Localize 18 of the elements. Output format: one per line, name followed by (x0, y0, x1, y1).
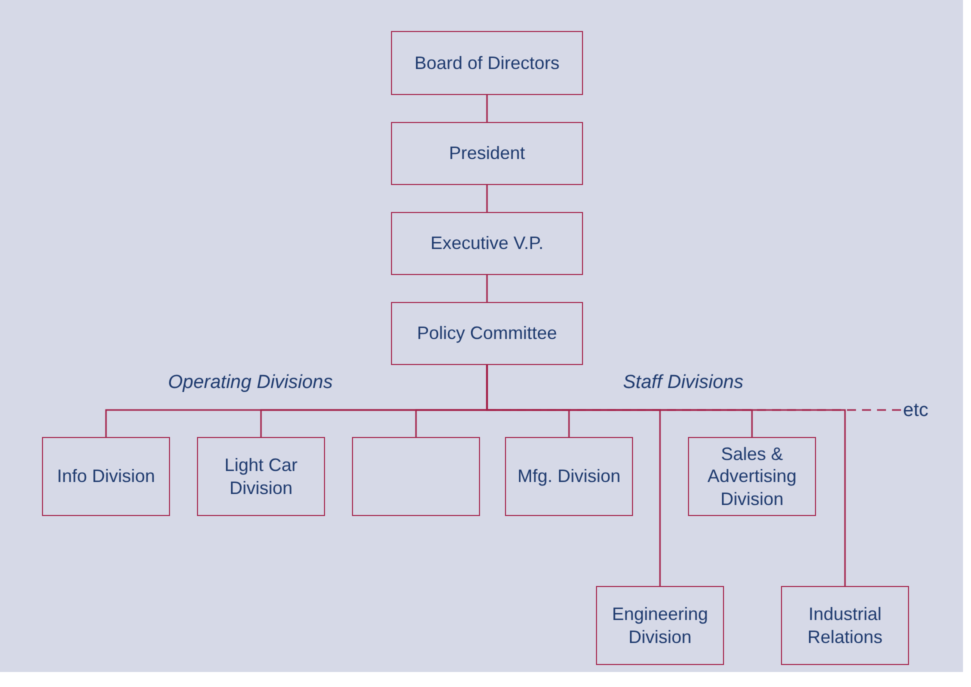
org-box: Industrial Relations (781, 586, 909, 665)
org-box: Engineering Division (596, 586, 724, 665)
group-heading: Operating Divisions (168, 372, 333, 394)
connector-line (486, 365, 901, 411)
org-box: Policy Committee (391, 302, 583, 365)
org-box: President (391, 122, 583, 185)
connector-line (486, 95, 488, 122)
org-box (352, 437, 480, 516)
org-box: Light Car Division (197, 437, 325, 516)
org-box: Mfg. Division (505, 437, 633, 516)
connector-line (486, 185, 488, 212)
org-box: Sales & Advertising Division (688, 437, 816, 516)
org-box: Board of Directors (391, 31, 583, 95)
org-box: Info Division (42, 437, 170, 516)
continuation-text: etc (903, 401, 928, 420)
connector-line (486, 275, 488, 302)
group-heading: Staff Divisions (623, 372, 744, 394)
org-box: Executive V.P. (391, 212, 583, 275)
